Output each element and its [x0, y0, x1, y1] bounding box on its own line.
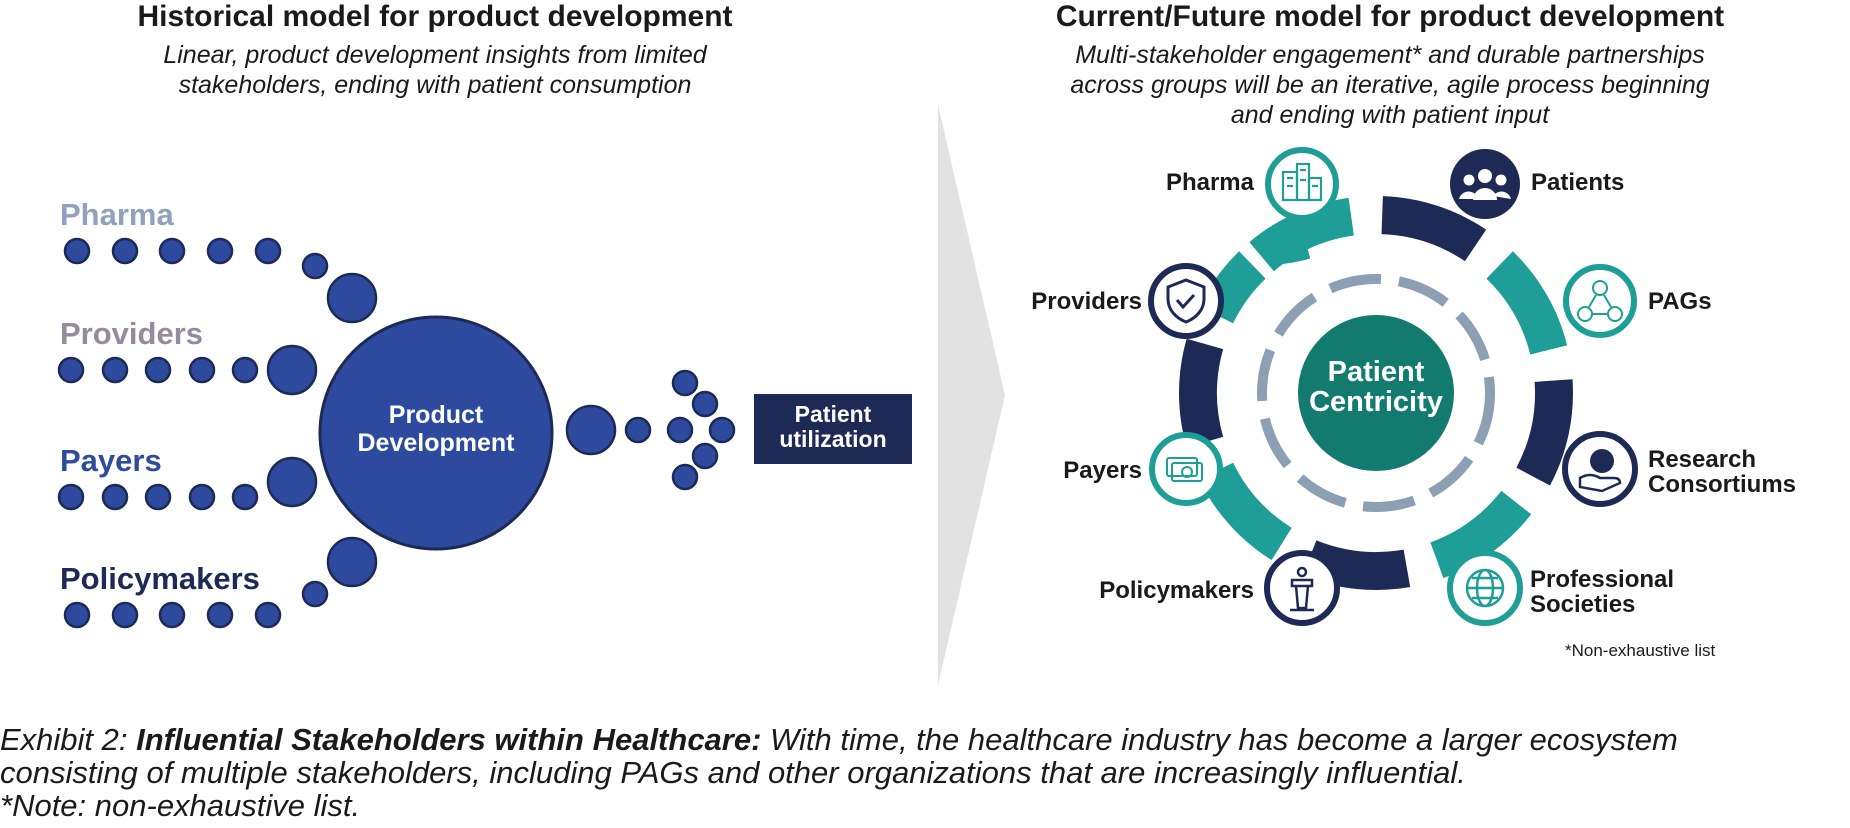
professional-line2: Societies — [1530, 591, 1636, 618]
ring-segment — [1429, 490, 1532, 579]
research-line2: Consortiums — [1648, 471, 1797, 498]
product-development-label: Product Development — [330, 401, 542, 457]
patient-utilization-line1: Patient — [794, 401, 872, 427]
product-development-line2: Development — [357, 429, 515, 457]
stakeholder-label-pags: PAGs — [1648, 288, 1712, 315]
podium-icon — [1264, 550, 1340, 626]
stakeholder-label-patients: Patients — [1531, 169, 1625, 196]
caption-line3: *Note: non-exhaustive list. — [0, 788, 361, 823]
divider-arrow — [938, 105, 1005, 685]
right-subtitle: Multi-stakeholder engagement* and durabl… — [1010, 40, 1770, 130]
ring-segment — [1249, 197, 1355, 272]
product-development-circle — [318, 315, 554, 551]
stakeholder-label-providers: Providers — [1031, 288, 1142, 315]
patient-centricity-circle — [1298, 315, 1454, 471]
network-people-icon — [1563, 264, 1637, 338]
left-subtitle-line2: stakeholders, ending with patient consum… — [178, 71, 692, 99]
non-exhaustive-note: *Non-exhaustive list — [1565, 641, 1716, 660]
left-title: Historical model for product development — [137, 0, 733, 33]
patient-utilization-line2: utilization — [779, 426, 887, 452]
ring-segment — [1486, 251, 1568, 356]
patient-utilization-box — [754, 394, 912, 464]
stakeholder-dots — [57, 237, 736, 629]
research-line1: Research — [1648, 446, 1757, 473]
hand-globe-icon — [1562, 431, 1638, 507]
group-label-payers: Payers — [60, 443, 162, 478]
professional-line1: Professional — [1530, 566, 1675, 593]
patient-centricity-line2: Centricity — [1309, 386, 1443, 418]
right-subtitle-line2: across groups will be an iterative, agil… — [1070, 71, 1710, 99]
stakeholder-label-policymakers: Policymakers — [1099, 577, 1254, 604]
shield-check-icon — [1148, 263, 1224, 339]
caption-line2: consisting of multiple stakeholders, inc… — [0, 755, 1466, 790]
icon-badges — [1148, 147, 1638, 626]
stakeholder-label-professional-societies: Professional Societies — [1530, 567, 1674, 617]
stakeholder-label-research-consortiums: Research Consortiums — [1648, 447, 1796, 497]
patient-centricity-line1: Patient — [1327, 356, 1425, 388]
left-subtitle: Linear, product development insights fro… — [100, 40, 770, 100]
group-label-pharma: Pharma — [60, 197, 174, 232]
globe-icon — [1447, 550, 1523, 626]
ring-segment — [1381, 196, 1487, 262]
caption-rest: With time, the healthcare industry has b… — [761, 722, 1678, 757]
inner-dashed-ring — [1257, 274, 1495, 512]
right-subtitle-line1: Multi-stakeholder engagement* and durabl… — [1075, 41, 1705, 69]
exhibit-caption: Exhibit 2: Influential Stakeholders with… — [0, 723, 1850, 822]
group-label-policymakers: Policymakers — [60, 561, 260, 596]
caption-bold: Influential Stakeholders within Healthca… — [136, 722, 762, 757]
caption-line1: Exhibit 2: Influential Stakeholders with… — [0, 723, 1850, 756]
ring-segment — [1516, 379, 1573, 486]
patient-centricity-label: Patient Centricity — [1298, 357, 1454, 417]
stakeholder-label-pharma: Pharma — [1165, 169, 1254, 196]
buildings-icon — [1265, 147, 1339, 221]
product-development-line1: Product — [388, 401, 484, 429]
people-group-icon — [1450, 149, 1520, 219]
group-label-providers: Providers — [60, 316, 204, 351]
right-subtitle-line3: and ending with patient input — [1230, 101, 1550, 129]
caption-prefix: Exhibit 2: — [0, 722, 137, 757]
right-title: Current/Future model for product develop… — [1055, 0, 1725, 33]
money-icon — [1149, 432, 1223, 506]
left-subtitle-line1: Linear, product development insights fro… — [163, 41, 707, 69]
stakeholder-label-payers: Payers — [1063, 457, 1142, 484]
patient-utilization-label: Patient utilization — [754, 402, 912, 452]
ring-segment — [1198, 462, 1293, 561]
ring-segment — [1179, 338, 1224, 448]
